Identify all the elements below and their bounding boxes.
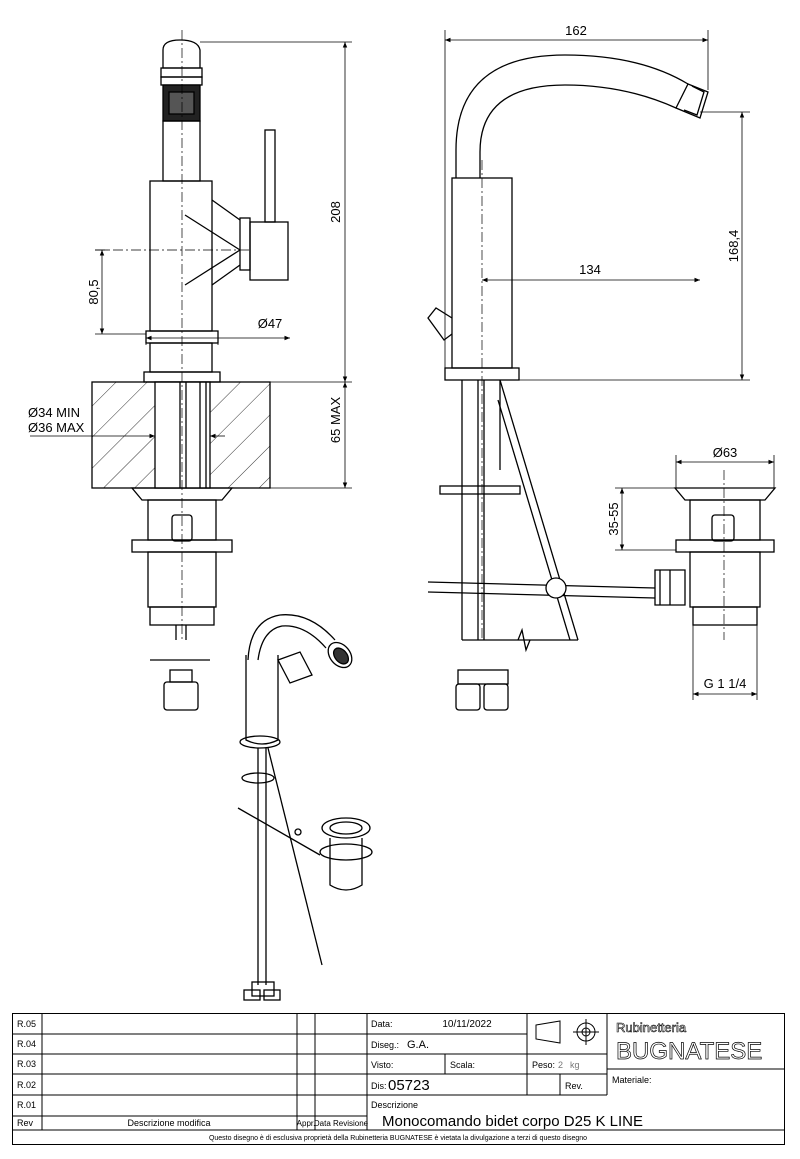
dis-value: 05723 <box>388 1077 430 1094</box>
dim-35-55: 35-55 <box>606 502 621 535</box>
rev-short-label: Rev. <box>565 1081 583 1091</box>
visto-label: Visto: <box>371 1060 393 1070</box>
data-value: 10/11/2022 <box>442 1019 492 1030</box>
footer-note: Questo disegno è di esclusiva proprietà … <box>209 1135 587 1142</box>
data-label: Data: <box>371 1019 393 1029</box>
front-view <box>91 39 289 711</box>
company-name-line1: Rubinetteria <box>616 1020 687 1035</box>
projection-symbol-icon <box>535 1019 599 1045</box>
dim-162: 162 <box>565 23 587 38</box>
dis-label: Dis: <box>371 1081 387 1091</box>
diseg-value: G.A. <box>407 1039 429 1051</box>
peso-label: Peso: <box>532 1060 555 1070</box>
data-revisione-header: Data Revisione <box>314 1119 369 1128</box>
side-view <box>427 54 777 711</box>
materiale-label: Materiale: <box>612 1075 652 1085</box>
dim-80-5: 80,5 <box>86 279 101 304</box>
dim-36-max: Ø36 MAX <box>28 420 85 435</box>
dim-g-1-1-4: G 1 1/4 <box>704 676 747 691</box>
dim-47: Ø47 <box>258 316 283 331</box>
rev-r03: R.03 <box>17 1059 36 1069</box>
rev-r05: R.05 <box>17 1019 36 1029</box>
isometric-view <box>237 614 373 1001</box>
appr-header: Appr. <box>297 1119 316 1128</box>
descrizione-modifica-header: Descrizione modifica <box>127 1118 210 1128</box>
dim-208: 208 <box>328 201 343 223</box>
descrizione-value: Monocomando bidet corpo D25 K LINE <box>382 1113 643 1130</box>
descrizione-label: Descrizione <box>371 1100 418 1110</box>
peso-value: 2 <box>558 1060 563 1070</box>
scala-label: Scala: <box>450 1060 475 1070</box>
rev-r01: R.01 <box>17 1100 36 1110</box>
title-block: R.05 R.04 R.03 R.02 R.01 Rev Descrizione… <box>12 1013 785 1145</box>
peso-unit: kg <box>570 1060 580 1070</box>
diseg-label: Diseg.: <box>371 1040 399 1050</box>
rev-r04: R.04 <box>17 1039 36 1049</box>
dim-134: 134 <box>579 262 601 277</box>
dim-34-min: Ø34 MIN <box>28 405 80 420</box>
technical-drawing: 208 80,5 Ø47 Ø34 MIN Ø36 MAX 65 MAX 162 … <box>28 23 777 1001</box>
dim-65-max: 65 MAX <box>328 397 343 444</box>
rev-header: Rev <box>17 1118 34 1128</box>
rev-r02: R.02 <box>17 1080 36 1090</box>
dim-168-4: 168,4 <box>726 230 741 263</box>
company-name-line2: BUGNATESE <box>616 1038 762 1065</box>
dim-63: Ø63 <box>713 445 738 460</box>
